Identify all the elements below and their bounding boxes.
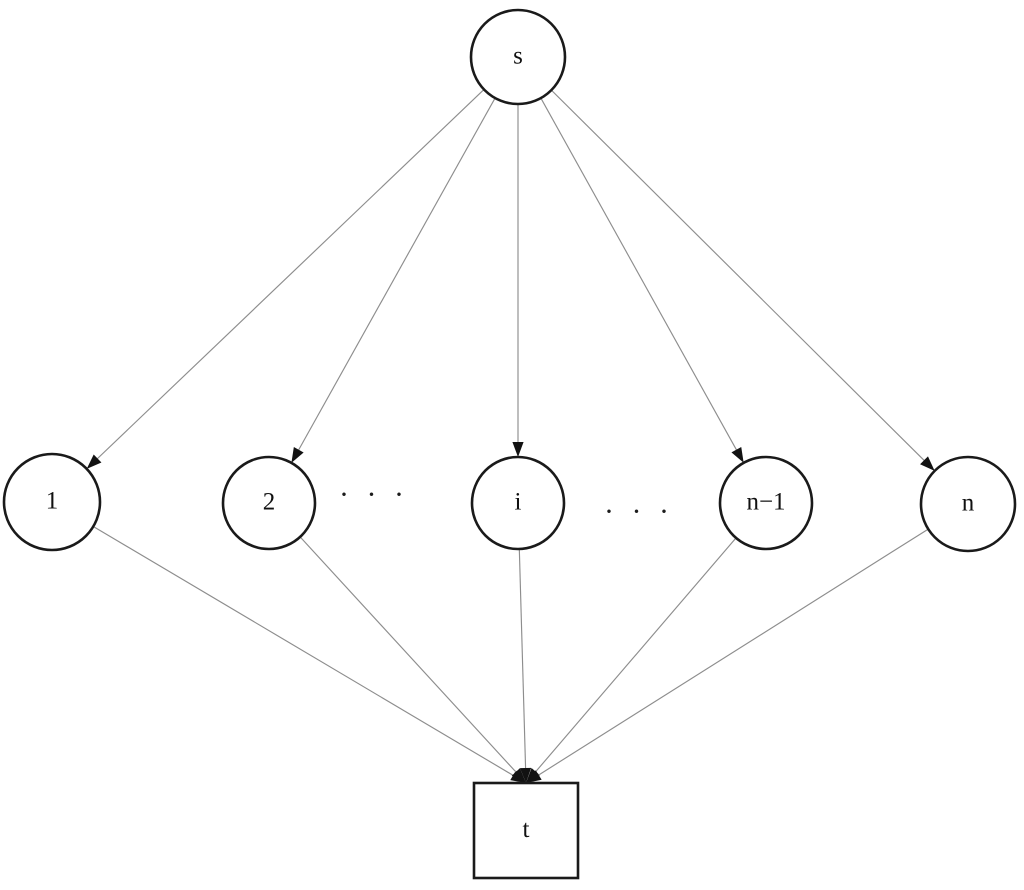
- arrowhead-s-to-1: [86, 454, 102, 469]
- ellipsis-left: · · ·: [339, 478, 409, 511]
- node-source-s[interactable]: [469, 8, 567, 106]
- arrowhead-s-to-2: [291, 447, 304, 463]
- node-sink-t-label: t: [523, 816, 530, 843]
- arrowhead-s-to-n: [920, 456, 935, 471]
- edge-s-to-n: [550, 89, 926, 463]
- arrowhead-s-to-i: [512, 442, 524, 457]
- node-n-label: n: [962, 490, 975, 517]
- node-i-label: i: [515, 489, 522, 516]
- node-i[interactable]: [470, 455, 566, 551]
- edge-s-to-2: [297, 97, 496, 452]
- edge-i-to-t: [518, 548, 527, 772]
- edge-group-source-to-middle: [86, 89, 935, 471]
- node-2-label: 2: [263, 489, 276, 516]
- node-sink-t[interactable]: [472, 781, 580, 880]
- edge-n-1-to-t: [533, 537, 737, 775]
- arrowhead-n-to-t: [526, 770, 542, 783]
- node-n-1-label: n−1: [746, 489, 785, 516]
- ellipsis-right: · · ·: [604, 495, 674, 528]
- node-n-1[interactable]: [718, 455, 814, 551]
- arrowhead-s-to-n-1: [731, 446, 744, 463]
- node-2[interactable]: [221, 455, 317, 551]
- arrowhead-i-to-t: [519, 767, 532, 783]
- edge-group-middle-to-sink: [92, 525, 929, 783]
- edge-2-to-t: [299, 536, 519, 775]
- node-1-label: 1: [46, 488, 59, 515]
- node-source-s-label: s: [513, 43, 523, 70]
- node-n[interactable]: [919, 455, 1017, 553]
- edge-n-to-t: [535, 528, 929, 778]
- edge-s-to-n-1: [540, 97, 738, 452]
- arrowhead-2-to-t: [511, 768, 526, 783]
- ellipsis-group: · · · · · ·: [339, 478, 674, 528]
- node-1[interactable]: [2, 452, 102, 552]
- edge-1-to-t: [92, 525, 516, 778]
- node-group: s 1 2 i n−1 n t: [2, 8, 1017, 880]
- edge-s-to-1: [95, 89, 485, 461]
